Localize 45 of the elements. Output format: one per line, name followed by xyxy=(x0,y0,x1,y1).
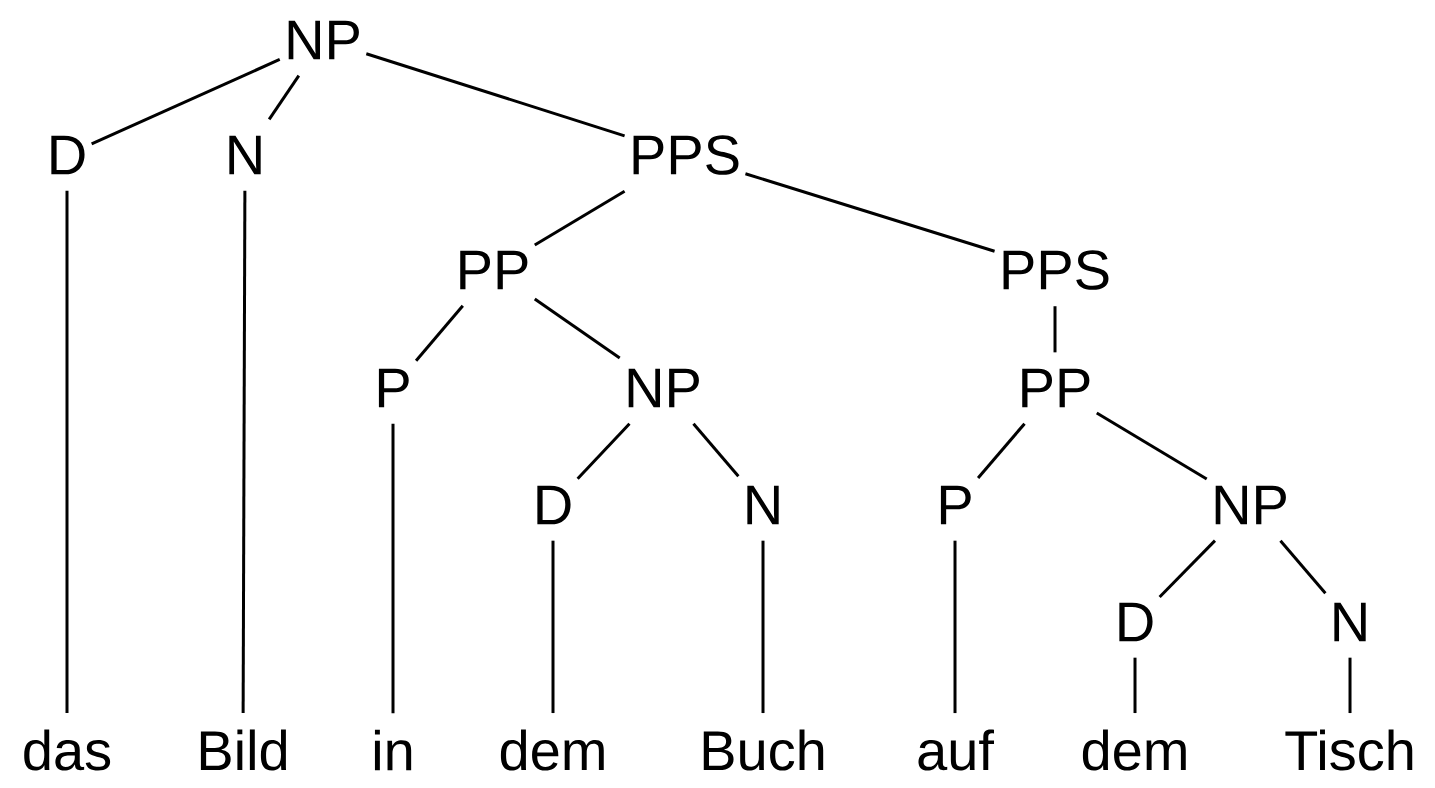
word-label: das xyxy=(24,729,111,771)
category-label: D xyxy=(51,135,85,175)
category-label: N xyxy=(1334,602,1366,642)
category-label: NP xyxy=(288,20,359,60)
tree-branch xyxy=(267,74,301,121)
word-label: Bild xyxy=(200,729,287,771)
category-label: PPS xyxy=(633,135,739,175)
tree-branch xyxy=(1096,411,1208,481)
tree-branch xyxy=(91,58,281,146)
tree-branch xyxy=(65,190,69,714)
tree-branch xyxy=(414,304,464,362)
tree-branch xyxy=(692,422,740,478)
category-label: D xyxy=(537,485,571,525)
category-label: D xyxy=(1119,602,1153,642)
tree-branch xyxy=(761,540,765,714)
word-label: Tisch xyxy=(1285,729,1413,771)
word-label: dem xyxy=(500,729,604,771)
tree-branch xyxy=(745,172,996,253)
tree-branch xyxy=(1348,657,1352,714)
category-label: P xyxy=(378,368,409,408)
category-label: PP xyxy=(1022,368,1090,408)
category-label: P xyxy=(940,485,971,525)
tree-branch xyxy=(534,189,626,247)
category-label: NP xyxy=(1215,485,1286,525)
category-label: N xyxy=(747,485,779,525)
category-label: N xyxy=(229,135,261,175)
tree-branch xyxy=(391,423,395,714)
tree-branch xyxy=(1053,306,1057,353)
tree-branch xyxy=(953,540,957,714)
tree-branch xyxy=(1279,539,1327,595)
tree-branch xyxy=(976,422,1026,479)
tree-branch xyxy=(551,540,555,714)
word-label: auf xyxy=(918,729,994,771)
word-label: Buch xyxy=(703,729,824,771)
category-label: PPS xyxy=(1003,250,1109,290)
tree-branch xyxy=(241,190,247,714)
tree-branch xyxy=(365,52,626,138)
tree-branch xyxy=(533,297,621,360)
word-label: in xyxy=(374,729,412,771)
category-label: PP xyxy=(460,250,528,290)
tree-branch xyxy=(576,422,631,480)
word-label: dem xyxy=(1082,729,1186,771)
tree-branch xyxy=(1133,657,1137,714)
tree-branch xyxy=(1158,539,1217,599)
category-label: NP xyxy=(628,368,699,408)
